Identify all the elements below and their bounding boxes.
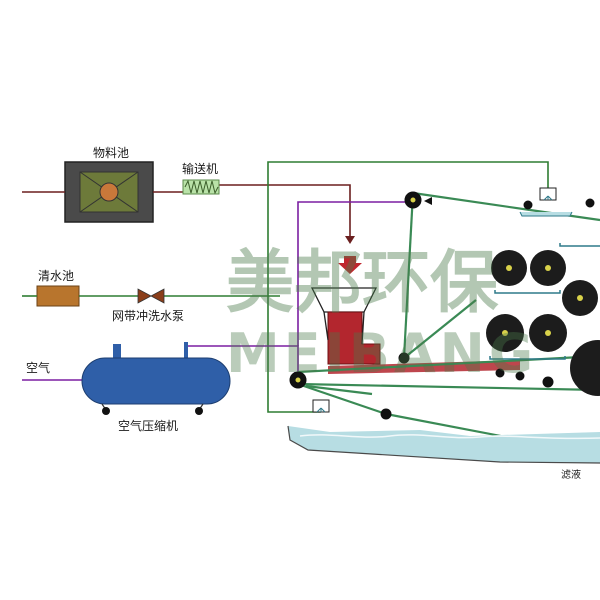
watermark-english: MEIBANG [226, 322, 537, 385]
air-compressor-tank [81, 342, 231, 415]
screw-conveyor [182, 179, 220, 195]
material-tank-label: 物料池 [93, 146, 129, 160]
sludge-feed-line [22, 184, 351, 238]
press-roller-large [570, 340, 600, 396]
air-compressor-label: 空气压缩机 [118, 418, 178, 433]
wash-pump-valve-icon [137, 288, 165, 304]
conveyor-label: 输送机 [182, 161, 218, 176]
upper-spray-nozzle-icon [519, 187, 573, 217]
press-rollers [486, 250, 600, 396]
filtrate-label: 滤液 [561, 468, 581, 481]
upper-filter-belt [402, 191, 600, 359]
feed-arrow-icon [338, 256, 362, 274]
material-tank-agitator [99, 182, 119, 202]
clear-water-tank-label: 清水池 [38, 269, 74, 283]
feed-hopper [310, 287, 381, 365]
roller-drip-trays [489, 243, 600, 360]
filtrate-trough [287, 425, 600, 464]
lower-spray-nozzle-icon [312, 399, 330, 413]
wash-pump-label: 网带冲洗水泵 [112, 308, 184, 323]
belt-guide-rollers [289, 191, 595, 420]
sludge-arrow-icon [345, 236, 355, 244]
clear-water-tank [36, 285, 80, 307]
material-tank [64, 161, 154, 223]
air-label: 空气 [26, 360, 50, 375]
wash-water-line [22, 161, 549, 413]
belt-direction-arrow-icon [424, 197, 432, 205]
watermark-chinese: 美邦环保 [226, 243, 499, 323]
compressed-air-line [188, 201, 408, 376]
